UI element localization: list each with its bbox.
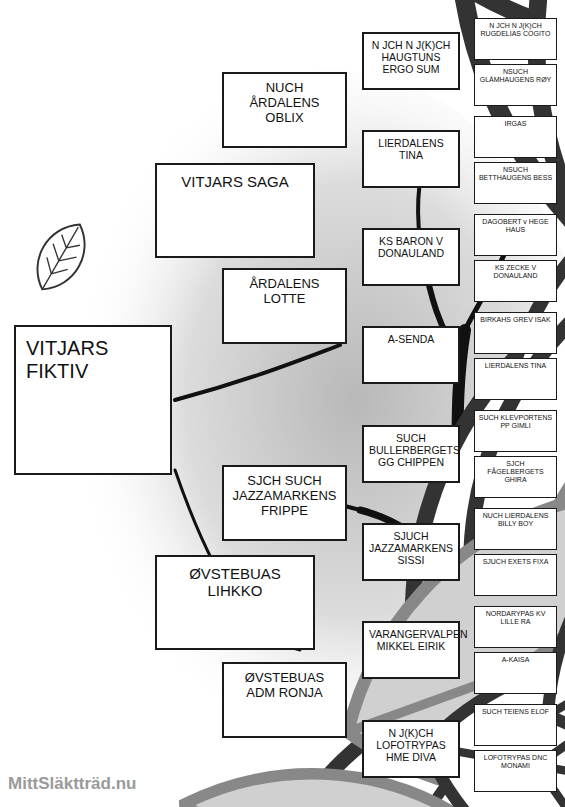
ancestor-name: LOFOTRYPAS DNC MONAMI <box>478 754 553 770</box>
ancestor-name: NUCH ÅRDALENS OBLIX <box>231 81 338 126</box>
grandparent-box: ÅRDALENS LOTTE <box>222 268 347 344</box>
ancestor-name: IRGAS <box>478 120 553 128</box>
ancestor-box: A-KAISA <box>474 652 557 694</box>
parent-box: ØVSTEBUAS LIHKKO <box>155 555 315 650</box>
ancestor-name: N JCH N J(K)CH HAUGTUNS ERGO SUM <box>369 39 453 75</box>
ancestor-box: N JCH N J(K)CH RUGDELIAS COGITO <box>474 18 557 60</box>
ancestor-name: BIRKAHS GREV ISAK <box>478 316 553 324</box>
ancestor-name: ØVSTEBUAS LIHKKO <box>165 565 305 600</box>
grandparent-box: ØVSTEBUAS ADM RONJA <box>222 662 347 738</box>
great-grandparent-box: VARANGERVALPEN MIKKEL EIRIK <box>362 621 460 679</box>
ancestor-box: SJCH FÅGELBERGETS GHIRA <box>474 456 557 498</box>
ancestor-name: NORDARYPAS KV LILLE RA <box>478 610 553 626</box>
ancestor-box: DAGOBERT v HEGE HAUS <box>474 214 557 256</box>
ancestor-name: SUCH TEIENS ELOF <box>478 708 553 716</box>
ancestor-name: LIERDALENS TINA <box>478 362 553 370</box>
grandparent-box: SJCH SUCH JAZZAMARKENS FRIPPE <box>222 465 347 541</box>
ancestor-box: LOFOTRYPAS DNC MONAMI <box>474 750 557 792</box>
ancestor-name: SUCH BULLERBERGETS GG CHIPPEN <box>369 432 453 468</box>
ancestor-box: KS ZECKE V DONAULAND <box>474 260 557 302</box>
ancestor-name: VITJARS FIKTIV <box>26 337 160 383</box>
ancestor-name: A-KAISA <box>478 656 553 664</box>
ancestor-box: NUCH LIERDALENS BILLY BOY <box>474 508 557 550</box>
grandparent-box: NUCH ÅRDALENS OBLIX <box>222 72 347 148</box>
ancestor-box: NSUCH GLÄMHAUGENS RØY <box>474 64 557 106</box>
great-grandparent-box: A-SENDA <box>362 326 460 384</box>
ancestor-box: SUCH KLEVPORTENS PP GIMLI <box>474 410 557 452</box>
ancestor-box: SUCH TEIENS ELOF <box>474 704 557 746</box>
great-grandparent-box: N J(K)CH LOFOTRYPAS HME DIVA <box>362 720 460 778</box>
ancestor-name: KS ZECKE V DONAULAND <box>478 264 553 280</box>
watermark: MittSläktträd.nu <box>8 774 136 794</box>
ancestor-name: SUCH KLEVPORTENS PP GIMLI <box>478 414 553 430</box>
ancestor-name: LIERDALENS TINA <box>369 137 453 161</box>
ancestor-name: KS BARON V DONAULAND <box>369 235 453 259</box>
ancestor-box: BIRKAHS GREV ISAK <box>474 312 557 354</box>
ancestor-box: LIERDALENS TINA <box>474 358 557 400</box>
ancestor-name: A-SENDA <box>369 333 453 345</box>
ancestor-name: NSUCH BETTHAUGENS BESS <box>478 166 553 182</box>
great-grandparent-box: N JCH N J(K)CH HAUGTUNS ERGO SUM <box>362 32 460 90</box>
ancestor-box: NORDARYPAS KV LILLE RA <box>474 606 557 648</box>
great-grandparent-box: SJUCH JAZZAMARKENS SISSI <box>362 523 460 581</box>
great-grandparent-box: LIERDALENS TINA <box>362 130 460 188</box>
subject-box: VITJARS FIKTIV <box>14 325 172 475</box>
ancestor-name: NSUCH GLÄMHAUGENS RØY <box>478 68 553 84</box>
parent-box: VITJARS SAGA <box>155 163 315 258</box>
great-grandparent-box: SUCH BULLERBERGETS GG CHIPPEN <box>362 425 460 483</box>
ancestor-name: ØVSTEBUAS ADM RONJA <box>231 671 338 701</box>
ancestor-name: SJUCH EXETS FIXA <box>478 558 553 566</box>
ancestor-name: SJUCH JAZZAMARKENS SISSI <box>369 530 453 566</box>
ancestor-name: N JCH N J(K)CH RUGDELIAS COGITO <box>478 22 553 38</box>
ancestor-box: NSUCH BETTHAUGENS BESS <box>474 162 557 204</box>
ancestor-name: VARANGERVALPEN MIKKEL EIRIK <box>369 628 453 652</box>
ancestor-name: SJCH FÅGELBERGETS GHIRA <box>478 460 553 484</box>
ancestor-name: SJCH SUCH JAZZAMARKENS FRIPPE <box>231 474 338 519</box>
great-grandparent-box: KS BARON V DONAULAND <box>362 228 460 286</box>
ancestor-box: IRGAS <box>474 116 557 158</box>
ancestor-box: SJUCH EXETS FIXA <box>474 554 557 596</box>
ancestor-name: N J(K)CH LOFOTRYPAS HME DIVA <box>369 727 453 763</box>
ancestor-name: NUCH LIERDALENS BILLY BOY <box>478 512 553 528</box>
ancestor-name: ÅRDALENS LOTTE <box>231 277 338 307</box>
ancestor-name: DAGOBERT v HEGE HAUS <box>478 218 553 234</box>
ancestor-name: VITJARS SAGA <box>165 173 305 190</box>
